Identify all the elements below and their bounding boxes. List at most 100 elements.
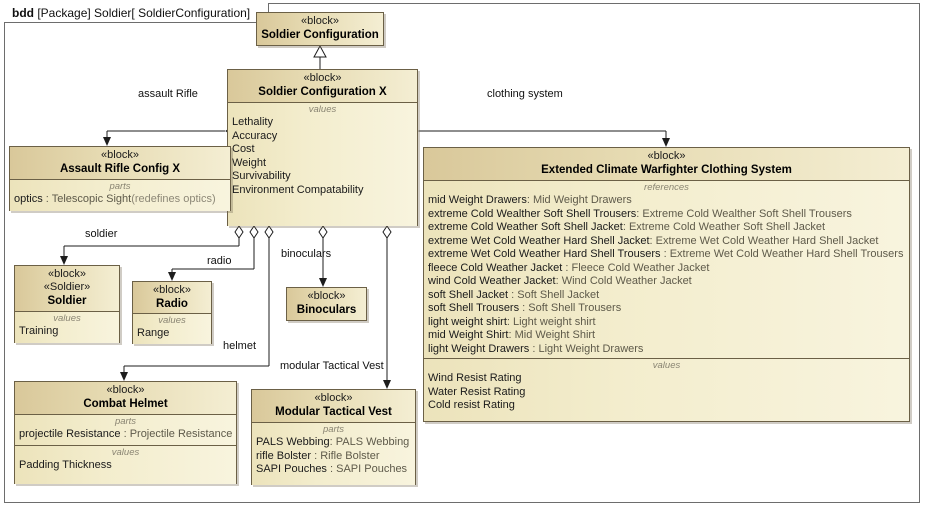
block-header: «block» Extended Climate Warfighter Clot… — [424, 148, 909, 181]
part-item: optics : Telescopic Sight(redefines opti… — [14, 193, 226, 207]
value-item: Cost — [232, 143, 255, 155]
block-stereotype: «block» — [303, 72, 342, 84]
compartment-title-values: values — [111, 447, 140, 458]
reference-item: wind Cold Weather Jacket: Wind Cold Weat… — [428, 275, 905, 289]
reference-item: mid Weight Drawers: Mid Weight Drawers — [428, 194, 905, 208]
block-header: «block» «Soldier» Soldier — [15, 266, 119, 312]
block-soldier-configuration-x[interactable]: «block» Soldier Configuration X values L… — [227, 69, 418, 226]
values-compartment: values Lethality Accuracy Cost Weight Su… — [228, 103, 417, 226]
reference-separator: : — [649, 234, 656, 247]
reference-item: extreme Wet Cold Weather Hard Shell Trou… — [428, 248, 905, 262]
reference-item: fleece Cold Weather Jacket : Fleece Cold… — [428, 262, 905, 276]
block-soldier-configuration[interactable]: «block» Soldier Configuration — [256, 12, 384, 46]
block-stereotype: «block» — [101, 149, 139, 161]
compartment-title-values: values — [652, 360, 681, 371]
value-item: Accuracy — [232, 129, 278, 142]
block-stereotype: «block» — [647, 150, 686, 162]
reference-name: extreme Wet Cold Weather Hard Shell Trou… — [428, 248, 664, 260]
block-assault-rifle-config-x[interactable]: «block» Assault Rifle Config X parts opt… — [9, 146, 231, 211]
part-type: Projectile Resistance — [129, 428, 233, 440]
block-title: Radio — [156, 298, 188, 310]
part-name: projectile Resistance — [19, 428, 124, 440]
part-item: PALS Webbing: PALS Webbing — [256, 436, 411, 450]
connector-label-radio: radio — [207, 255, 232, 267]
reference-name: extreme Cold Wealther Soft Shell Trouser… — [428, 207, 637, 220]
value-item: Survivability — [232, 170, 291, 182]
block-stereotype: «block» — [48, 268, 86, 280]
parts-compartment: parts optics : Telescopic Sight(redefine… — [10, 180, 230, 211]
parts-compartment: parts PALS Webbing: PALS Webbing rifle B… — [252, 423, 415, 485]
reference-item: extreme Cold Wealther Soft Shell Trouser… — [428, 208, 905, 222]
block-extended-climate-warfighter-clothing-system[interactable]: «block» Extended Climate Warfighter Clot… — [423, 147, 910, 422]
value-item: Padding Thickness — [19, 459, 112, 471]
part-separator: : — [42, 193, 52, 205]
compartment-title-references: references — [644, 182, 689, 193]
block-header: «block» Combat Helmet — [15, 382, 236, 415]
value-item: Water Resist Rating — [428, 385, 526, 398]
reference-item: extreme Cold Weather Soft Shell Jacket: … — [428, 221, 905, 235]
diagram-kind-keyword: bdd — [12, 6, 34, 20]
block-header: «block» Soldier Configuration X — [228, 70, 417, 103]
block-stereotype: «block» — [314, 392, 353, 404]
reference-name: soft Shell Jacket — [428, 288, 512, 301]
compartment-title-parts: parts — [114, 416, 137, 427]
part-type: Rifle Bolster — [320, 449, 380, 462]
block-stereotype: «block» — [301, 15, 339, 27]
block-header: «block» Radio — [133, 282, 211, 314]
reference-separator: : — [532, 342, 539, 355]
reference-type: Extreme Cold Weather Soft Shell Jacket — [628, 221, 826, 233]
compartment-title-values: values — [53, 313, 81, 324]
connector-label-soldier: soldier — [85, 228, 118, 240]
block-modular-tactical-vest[interactable]: «block» Modular Tactical Vest parts PALS… — [251, 389, 416, 485]
reference-type: Mid Weight Drawers — [532, 194, 632, 206]
reference-type: Light Weight Drawers — [538, 342, 644, 355]
block-header: «block» Assault Rifle Config X — [10, 147, 230, 180]
block-radio[interactable]: «block» Radio values Range — [132, 281, 212, 344]
reference-name: extreme Wet Cold Weather Hard Shell Jack… — [428, 234, 650, 247]
values-compartment: values Padding Thickness — [15, 446, 236, 484]
compartment-title-parts: parts — [322, 424, 345, 435]
block-title: Assault Rifle Config X — [59, 163, 181, 175]
reference-type: Soft Shell Trousers — [528, 302, 622, 314]
value-item: Training — [19, 325, 59, 337]
parts-compartment: parts projectile Resistance : Projectile… — [15, 415, 236, 446]
reference-type: Light weight shirt — [513, 315, 596, 328]
part-type: SAPI Pouches — [336, 463, 408, 475]
reference-separator: : — [506, 315, 513, 328]
connector-label-assault-rifle: assault Rifle — [138, 88, 198, 100]
part-item: SAPI Pouches : SAPI Pouches — [256, 463, 411, 477]
part-item: rifle Bolster : Rifle Bolster — [256, 450, 411, 464]
reference-name: light weight shirt — [428, 315, 507, 328]
reference-name: light Weight Drawers — [428, 342, 533, 355]
reference-name: fleece Cold Weather Jacket — [428, 261, 566, 274]
block-soldier[interactable]: «block» «Soldier» Soldier values Trainin… — [14, 265, 120, 343]
reference-type: Fleece Cold Weather Jacket — [571, 261, 710, 274]
reference-type: Wind Cold Weather Jacket — [561, 275, 692, 287]
part-name: SAPI Pouches — [256, 463, 330, 475]
block-title: Extended Climate Warfighter Clothing Sys… — [541, 164, 792, 176]
values-compartment: values Training — [15, 312, 119, 343]
block-binoculars[interactable]: «block» Binoculars — [286, 287, 367, 321]
reference-separator: : — [511, 288, 518, 301]
reference-separator: : — [663, 248, 670, 260]
part-name: rifle Bolster — [256, 449, 315, 462]
block-title: Soldier Configuration — [261, 29, 379, 41]
part-name: PALS Webbing — [256, 436, 330, 448]
part-item: projectile Resistance : Projectile Resis… — [19, 428, 232, 442]
block-title: Combat Helmet — [83, 398, 168, 410]
connector-label-clothing-system: clothing system — [487, 88, 563, 100]
diagram-frame-label: bdd [Package] Soldier[ SoldierConfigurat… — [4, 3, 270, 23]
block-stereotype-soldier: «Soldier» — [43, 281, 91, 293]
reference-type: Extreme Cold Wealther Soft Shell Trouser… — [642, 207, 852, 220]
compartment-title-values: values — [308, 104, 337, 115]
values-compartment: values Range — [133, 314, 211, 344]
reference-separator: : — [565, 261, 572, 274]
block-title: Binoculars — [296, 304, 357, 316]
diagram-scope-label: [Package] Soldier[ SoldierConfiguration] — [37, 6, 251, 20]
part-name: optics — [14, 193, 43, 205]
block-combat-helmet[interactable]: «block» Combat Helmet parts projectile R… — [14, 381, 237, 484]
reference-type: Extreme Wet Cold Weather Hard Shell Trou… — [669, 248, 904, 260]
reference-type: Soft Shell Jacket — [517, 288, 600, 301]
part-type: Telescopic Sight — [51, 193, 132, 205]
